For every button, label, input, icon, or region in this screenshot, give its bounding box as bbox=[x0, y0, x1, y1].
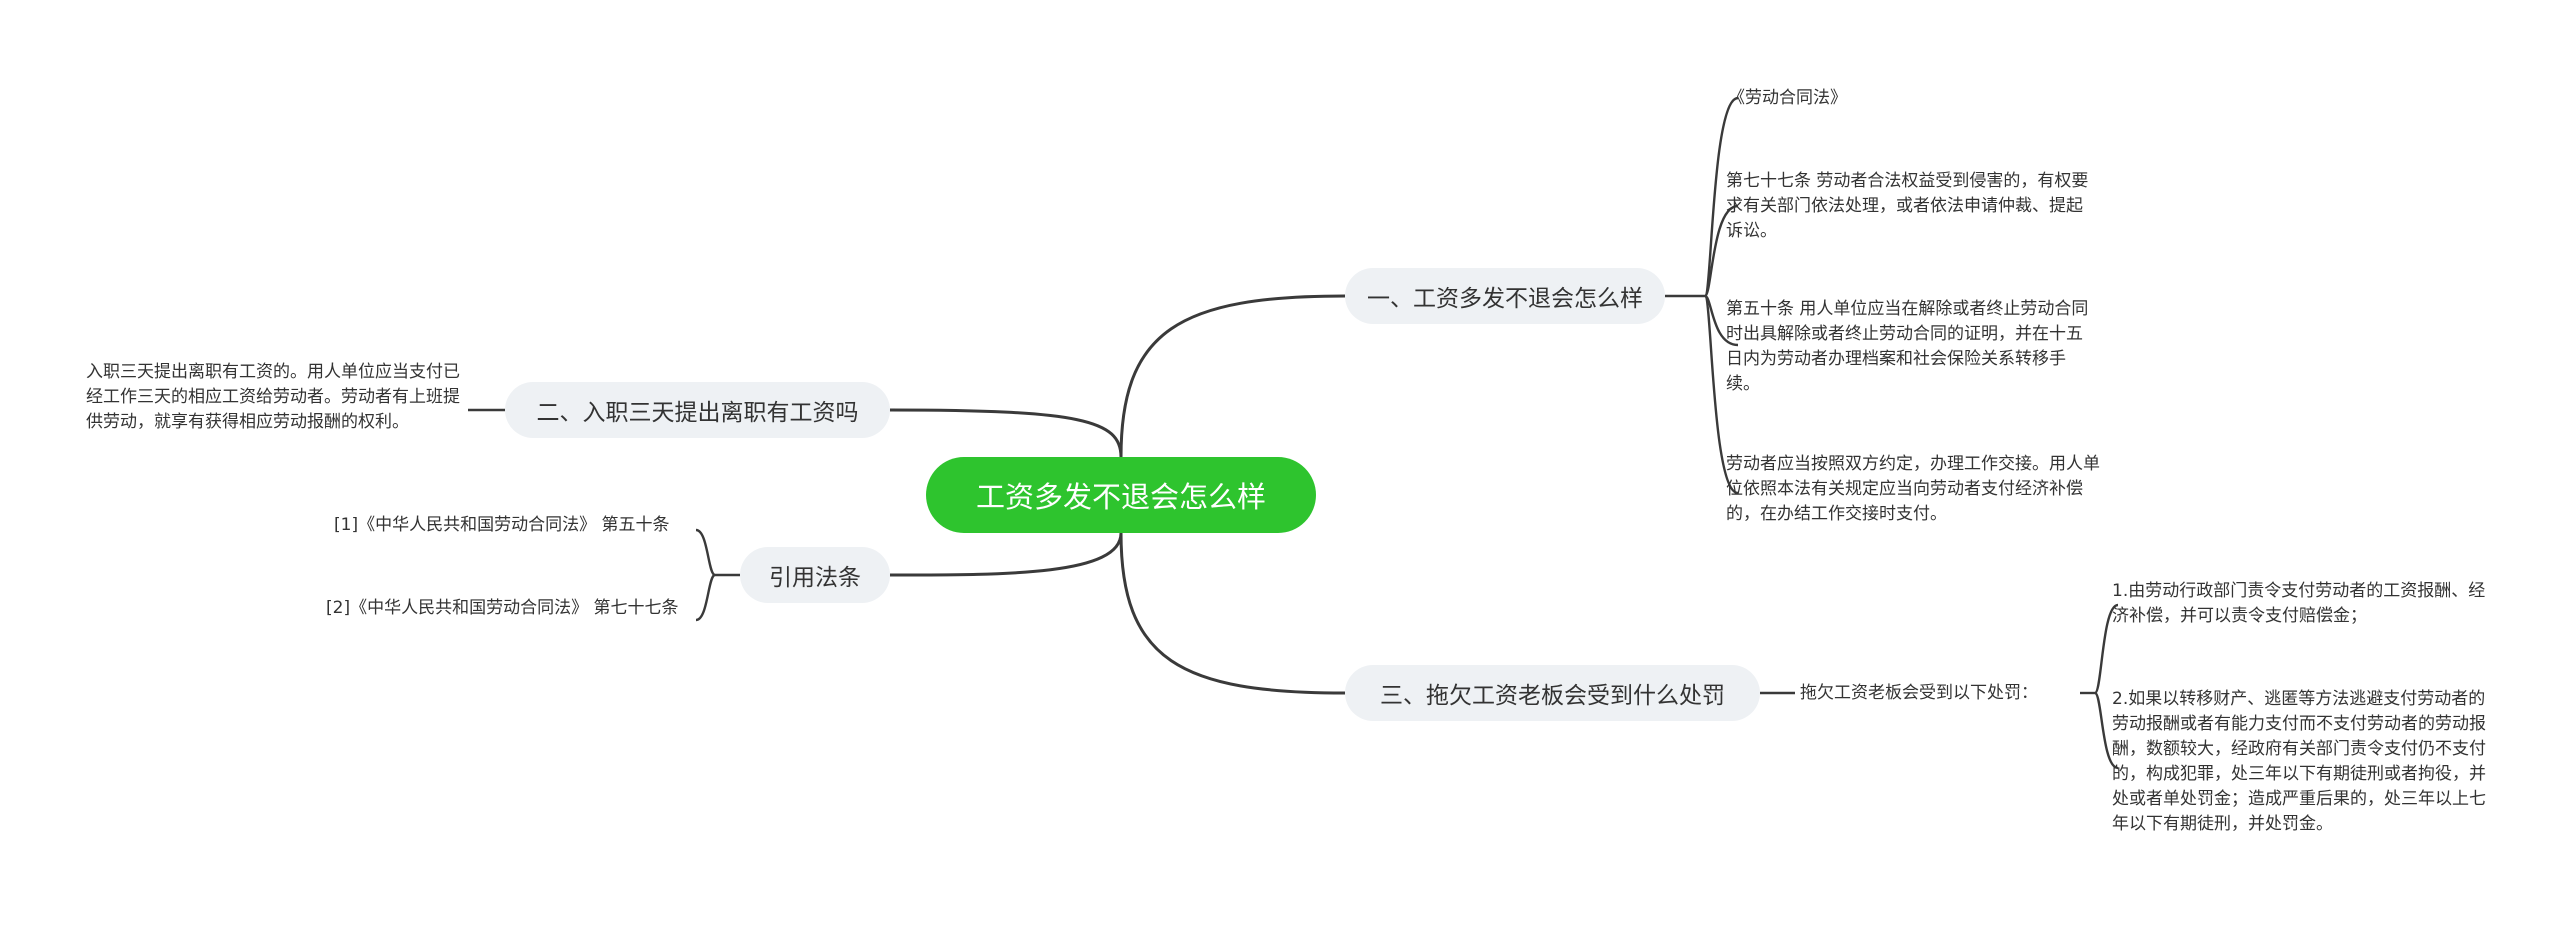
branch-topic-1[interactable]: 一、工资多发不退会怎么样 bbox=[1345, 268, 1665, 324]
branch-3-leaf-2[interactable]: [2]《中华人民共和国劳动合同法》 第七十七条 bbox=[326, 598, 679, 618]
connector-root-branch-4 bbox=[1119, 532, 1346, 695]
branch-1-leaf-4[interactable]: 劳动者应当按照双方约定，办理工作交接。用人单位依照本法有关规定应当向劳动者支付经… bbox=[1726, 454, 2100, 524]
central-topic[interactable]: 工资多发不退会怎么样 bbox=[926, 457, 1316, 533]
connector-branch-1-child-2 bbox=[1703, 204, 1739, 298]
branch-1-leaf-3[interactable]: 第五十条 用人单位应当在解除或者终止劳动合同时出具解除或者终止劳动合同的证明，并… bbox=[1726, 299, 2089, 394]
connector-branch-4-grandchild-1 bbox=[2093, 603, 2119, 695]
branch-topic-3[interactable]: 引用法条 bbox=[740, 547, 890, 603]
connector-branch-3-child-2 bbox=[695, 573, 717, 622]
branch-2-leaf-1[interactable]: 入职三天提出离职有工资的。用人单位应当支付已经工作三天的相应工资给劳动者。劳动者… bbox=[86, 362, 460, 432]
branch-1-leaf-1[interactable]: 《劳动合同法》 bbox=[1728, 88, 1847, 108]
connector-branch-3-child-1 bbox=[695, 528, 717, 577]
connector-branch-1-child-4 bbox=[1703, 294, 1739, 495]
branch-topic-2[interactable]: 二、入职三天提出离职有工资吗 bbox=[505, 382, 890, 438]
connector-root-branch-2 bbox=[889, 408, 1123, 458]
branch-4-leaf-1[interactable]: 拖欠工资老板会受到以下处罚： bbox=[1800, 683, 2038, 703]
connector-root-branch-3 bbox=[889, 532, 1123, 577]
branch-4-subleaf-1[interactable]: 1.由劳动行政部门责令支付劳动者的工资报酬、经济补偿，并可以责令支付赔偿金； bbox=[2112, 581, 2486, 626]
branch-1-leaf-2[interactable]: 第七十七条 劳动者合法权益受到侵害的，有权要求有关部门依法处理，或者依法申请仲裁… bbox=[1726, 171, 2089, 241]
branch-4-subleaf-2[interactable]: 2.如果以转移财产、逃匿等方法逃避支付劳动者的劳动报酬或者有能力支付而不支付劳动… bbox=[2112, 689, 2486, 834]
branch-3-leaf-1[interactable]: [1]《中华人民共和国劳动合同法》 第五十条 bbox=[334, 515, 670, 535]
branch-topic-4[interactable]: 三、拖欠工资老板会受到什么处罚 bbox=[1345, 665, 1760, 721]
connector-branch-4-grandchild-2 bbox=[2093, 691, 2119, 770]
connector-root-branch-1 bbox=[1119, 294, 1346, 458]
